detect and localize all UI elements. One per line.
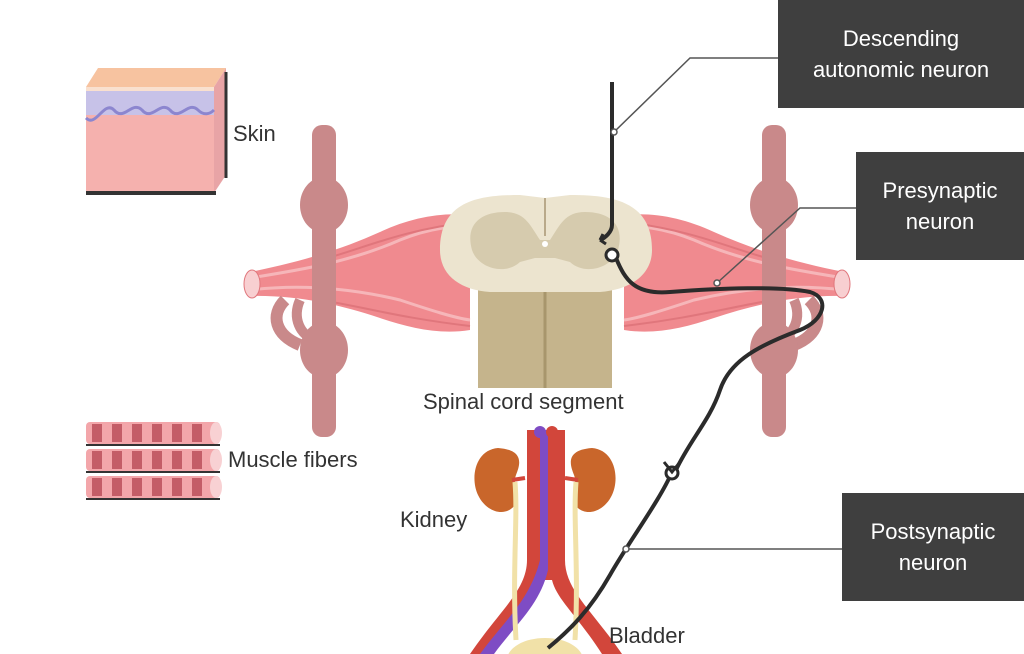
descending-autonomic-neuron-callout: Descending autonomic neuron bbox=[778, 0, 1024, 108]
urinary-system bbox=[470, 426, 622, 654]
presynaptic-neuron bbox=[604, 247, 825, 471]
muscle-fibers-label: Muscle fibers bbox=[228, 447, 358, 472]
descending-autonomic-neuron bbox=[598, 82, 614, 246]
postsynaptic-neuron bbox=[546, 461, 682, 650]
callout-line: neuron bbox=[898, 550, 968, 575]
spinal-cord-icon bbox=[440, 195, 652, 388]
callout-line: Presynaptic bbox=[882, 178, 998, 203]
skin-label: Skin bbox=[233, 121, 276, 146]
muscle-fiber-icon bbox=[86, 422, 222, 500]
kidney-icon bbox=[474, 448, 616, 513]
callout-line: Descending bbox=[842, 26, 960, 51]
callout-line: Postsynaptic bbox=[870, 519, 996, 544]
postsynaptic-neuron-callout: Postsynaptic neuron bbox=[842, 493, 1024, 601]
pointer-lines bbox=[610, 57, 857, 553]
spinal-nerve-right bbox=[623, 214, 851, 351]
callout-line: autonomic neuron bbox=[812, 57, 990, 82]
bladder-icon bbox=[508, 638, 582, 654]
skin-block-icon bbox=[84, 68, 228, 195]
presynaptic-neuron-callout: Presynaptic neuron bbox=[856, 152, 1024, 260]
callout-line: neuron bbox=[905, 209, 975, 234]
bladder-label: Bladder bbox=[609, 623, 685, 648]
spinal-cord-segment-label: Spinal cord segment bbox=[423, 389, 624, 414]
kidney-label: Kidney bbox=[400, 507, 468, 532]
spinal-nerve-left bbox=[243, 214, 471, 351]
